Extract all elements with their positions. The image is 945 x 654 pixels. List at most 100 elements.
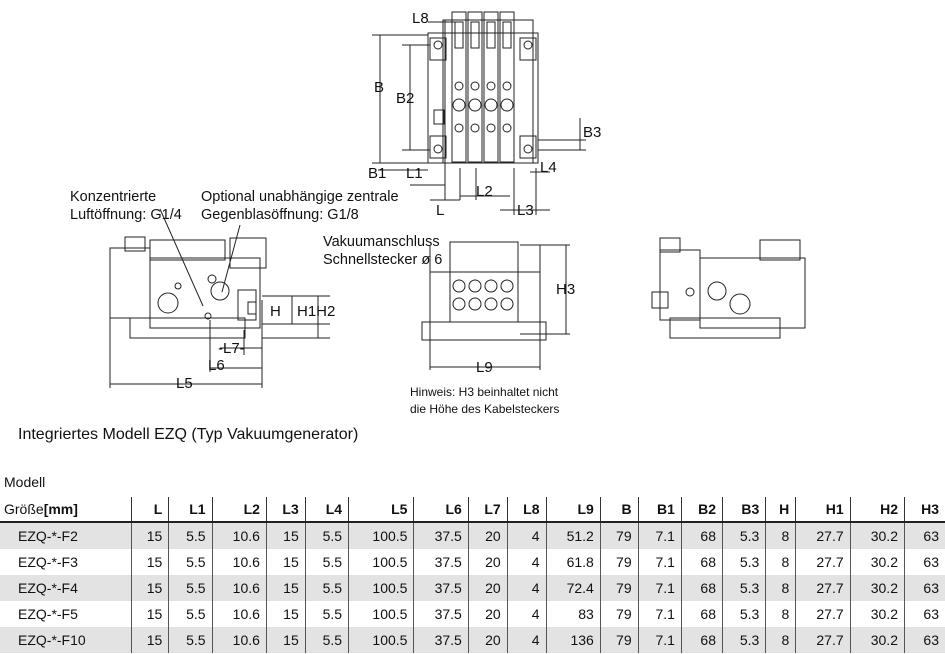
dim-B3: B3 [583,124,602,141]
value-cell: 27.7 [795,549,851,575]
unit-label: [mm] [43,501,78,517]
value-cell: 30.2 [849,549,905,575]
value-cell: 100.5 [348,627,414,653]
column-header: L6 [413,497,469,523]
value-cell: 15 [130,522,169,549]
column-header: L7 [467,497,508,523]
value-cell: 20 [467,549,508,575]
column-header: L8 [506,497,546,523]
model-cell: EZQ-*-F3 [0,549,131,575]
model-cell: EZQ-*-F4 [0,575,131,601]
dim-L5: L5 [176,375,193,392]
value-cell: 37.5 [413,575,469,601]
value-cell: 79 [599,522,639,549]
value-cell: 15 [265,522,306,549]
value-cell: 5.5 [168,601,213,627]
callout-vacuum-1: Vakuumanschluss [323,234,440,250]
column-header: H1 [795,497,851,523]
model-cell: EZQ-*-F5 [0,601,131,627]
value-cell: 7.1 [637,549,682,575]
value-cell: 4 [506,549,546,575]
column-header: L5 [348,497,414,523]
value-cell: 15 [265,549,306,575]
value-cell: 5.5 [168,627,213,653]
dim-L4: L4 [540,159,557,176]
value-cell: 63 [903,522,945,549]
value-cell: 5.5 [168,575,213,601]
value-cell: 10.6 [211,549,267,575]
value-cell: 7.1 [637,601,682,627]
value-cell: 15 [130,627,169,653]
dim-B: B [374,79,385,96]
value-cell: 5.5 [168,549,213,575]
value-cell: 136 [545,627,601,653]
value-cell: 37.5 [413,601,469,627]
value-cell: 68 [680,601,723,627]
dim-L2: L2 [476,183,493,200]
value-cell: 51.2 [545,522,601,549]
dim-L6: L6 [208,357,225,374]
value-cell: 10.6 [211,601,267,627]
value-cell: 5.5 [304,522,349,549]
value-cell: 20 [467,575,508,601]
value-cell: 20 [467,627,508,653]
value-cell: 8 [765,549,796,575]
dim-B1: B1 [368,165,387,182]
dim-L8: L8 [412,10,429,27]
callout-blowoff-2: Gegenblasöffnung: G1/8 [201,207,359,223]
value-cell: 68 [680,627,723,653]
dim-L: L [436,202,445,219]
column-header: H [765,497,796,523]
size-label: Größe [4,501,44,517]
dim-L7: -L7- [218,340,245,357]
value-cell: 37.5 [413,549,469,575]
value-cell: 8 [765,601,796,627]
value-cell: 10.6 [211,522,267,549]
value-cell: 100.5 [348,522,414,549]
value-cell: 100.5 [348,549,414,575]
value-cell: 20 [467,601,508,627]
column-header: B3 [721,497,766,523]
page-title: Integriertes Modell EZQ (Typ Vakuumgener… [18,426,359,443]
value-cell: 15 [130,601,169,627]
dim-L3: L3 [517,202,534,219]
value-cell: 5.3 [721,627,766,653]
column-header: L9 [545,497,601,523]
note-line-2: die Höhe des Kabelsteckers [410,402,560,416]
value-cell: 83 [545,601,601,627]
callout-blowoff-1: Optional unabhängige zentrale [201,189,399,205]
value-cell: 5.3 [721,522,766,549]
dim-B2: B2 [396,90,415,107]
value-cell: 4 [506,575,546,601]
value-cell: 5.5 [304,601,349,627]
note-line-1: Hinweis: H3 beinhaltet nicht [410,385,559,399]
size-header: Größe[mm] [0,497,131,523]
value-cell: 7.1 [637,575,682,601]
value-cell: 68 [680,549,723,575]
value-cell: 68 [680,575,723,601]
value-cell: 79 [599,549,639,575]
dim-L9: L9 [476,359,493,376]
value-cell: 4 [506,522,546,549]
value-cell: 8 [765,522,796,549]
value-cell: 15 [265,601,306,627]
value-cell: 4 [506,627,546,653]
top-view [372,11,586,215]
value-cell: 27.7 [795,601,851,627]
left-side-view [109,208,330,388]
column-header: B2 [680,497,723,523]
value-cell: 5.3 [721,575,766,601]
value-cell: 10.6 [211,575,267,601]
value-cell: 15 [130,549,169,575]
dim-H3: H3 [556,281,576,298]
value-cell: 7.1 [637,627,682,653]
callout-concentrated-air-2: Luftöffnung: G1/4 [70,207,182,223]
value-cell: 8 [765,575,796,601]
dim-H: H [270,303,281,320]
column-header: L4 [304,497,349,523]
